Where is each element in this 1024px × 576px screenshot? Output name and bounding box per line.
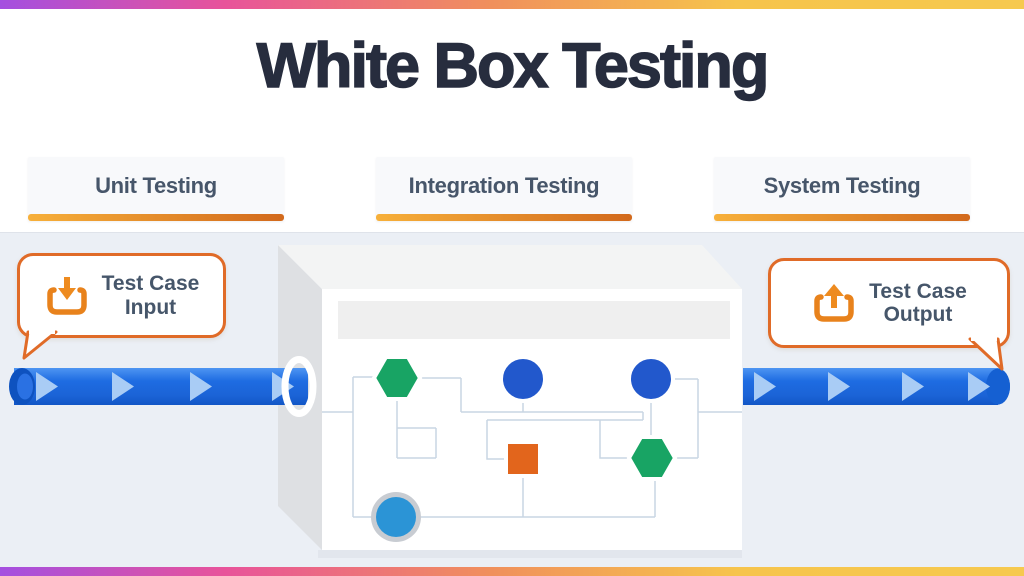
output-pipe xyxy=(743,368,1010,405)
flow-node-orange-square xyxy=(504,440,542,478)
output-bubble-tail xyxy=(968,337,1004,371)
white-box-3d xyxy=(278,245,742,558)
output-pipe-cap-inner xyxy=(986,368,1010,405)
bubble-line2: Output xyxy=(883,303,953,326)
output-pipe-body xyxy=(743,368,998,405)
flowchart-connectors xyxy=(322,376,742,518)
test-case-output-bubble: Test Case Output xyxy=(768,258,1010,348)
input-pipe-body xyxy=(14,368,308,405)
flow-node-green-hexagon-2 xyxy=(626,435,678,481)
tab-underline xyxy=(714,214,970,221)
bubble-line1: Test Case xyxy=(869,279,967,303)
arrow-right-icon xyxy=(190,372,212,401)
flow-arrows-right xyxy=(754,372,990,401)
flowchart-nodes xyxy=(371,355,678,542)
tab-label: Integration Testing xyxy=(408,173,600,198)
tab-underline xyxy=(376,214,632,221)
arrow-right-icon xyxy=(36,372,58,401)
tab-label: System Testing xyxy=(763,173,921,198)
top-banner-bar xyxy=(0,0,1024,9)
arrow-right-icon xyxy=(828,372,850,401)
arrow-right-icon xyxy=(754,372,776,401)
bubble-text: Test Case Input xyxy=(102,272,200,318)
box-entry-ring xyxy=(281,356,317,417)
bubble-text: Test Case Output xyxy=(869,280,967,326)
flow-node-green-hexagon-1 xyxy=(371,355,423,401)
arrow-right-icon xyxy=(112,372,134,401)
tab-integration-testing: Integration Testing xyxy=(376,157,632,221)
bubble-line2: Input xyxy=(124,295,177,319)
box-top-face xyxy=(278,245,742,289)
input-pipe xyxy=(9,356,317,417)
download-tray-icon xyxy=(46,276,87,315)
tab-underline xyxy=(28,214,284,221)
upload-tray-icon xyxy=(814,284,854,322)
test-case-input-bubble: Test Case Input xyxy=(17,253,226,338)
white-box-diagram xyxy=(9,245,1010,558)
flow-node-light-blue-circle xyxy=(376,497,416,537)
input-pipe-cap-inner xyxy=(17,373,33,400)
arrow-right-icon xyxy=(968,372,990,401)
page-title: White Box Testing xyxy=(256,30,770,102)
box-shadow xyxy=(318,550,742,558)
bottom-banner-bar xyxy=(0,567,1024,576)
flow-node-blue-circle-2 xyxy=(627,355,675,403)
arrow-right-icon xyxy=(902,372,924,401)
tab-system-testing: System Testing xyxy=(714,157,970,221)
tab-unit-testing: Unit Testing xyxy=(28,157,284,221)
bubble-line1: Test Case xyxy=(101,272,200,296)
input-bubble-tail xyxy=(22,330,58,360)
box-header-band xyxy=(338,301,730,339)
flow-node-blue-circle-1 xyxy=(499,355,547,403)
tab-label: Unit Testing xyxy=(95,173,217,198)
